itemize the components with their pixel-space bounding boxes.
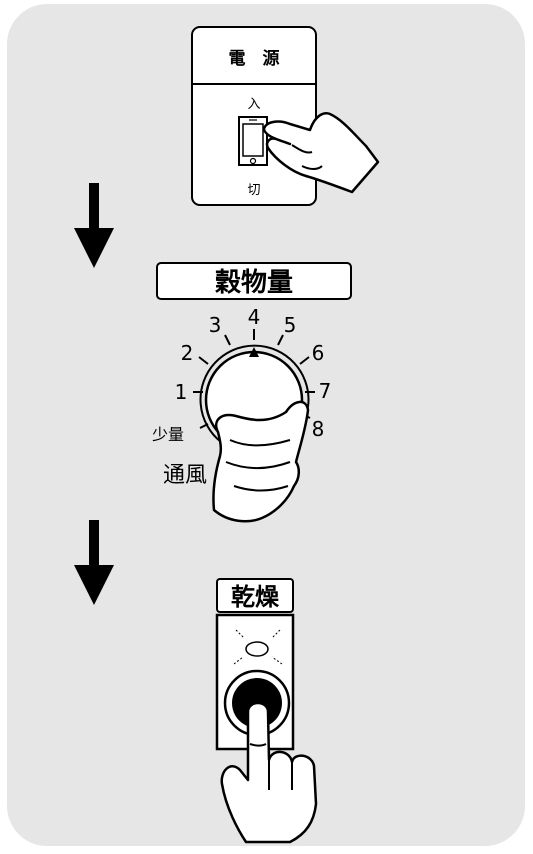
step-arrow-down xyxy=(74,183,114,268)
indicator-lamp-icon xyxy=(245,641,269,657)
switch-on-label: 入 xyxy=(247,97,260,112)
dial-scale-7: 7 xyxy=(319,379,332,403)
dry-button-step: 乾燥 xyxy=(215,578,318,844)
dial-scale-2: 2 xyxy=(181,341,194,365)
dry-label-box xyxy=(216,578,294,613)
dial-scale-4: 4 xyxy=(248,305,261,329)
switch-off-label: 切 xyxy=(247,183,260,198)
dial-pointer-icon xyxy=(249,347,259,357)
dial-scale-3: 3 xyxy=(209,313,222,337)
grain-dial-label-box xyxy=(156,262,352,300)
gripping-hand-icon xyxy=(212,400,310,523)
dial-scale-8: 8 xyxy=(312,417,325,441)
finger-lines xyxy=(291,144,323,170)
lamp-glow-rays xyxy=(233,629,283,665)
dial-scale-1: 1 xyxy=(175,380,188,404)
grain-dial-step: 穀物量 1 2 3 4 5 6 7 8 少量 通風 xyxy=(152,262,352,523)
dial-vent-label: 通風 xyxy=(163,463,207,488)
dial-low-label: 少量 xyxy=(152,425,184,444)
hand-knuckle-lines xyxy=(225,439,291,492)
pointing-hand-icon xyxy=(262,112,380,194)
low-tick xyxy=(199,423,209,429)
power-switch-step: 電 源 入 切 xyxy=(191,26,380,206)
power-switch-title: 電 源 xyxy=(229,48,280,69)
dry-button-title: 乾燥 xyxy=(231,583,280,611)
rocker-switch[interactable] xyxy=(238,116,268,166)
grain-dial-title: 穀物量 xyxy=(215,268,293,298)
finger-detail-lines xyxy=(249,743,293,790)
dial-scale-6: 6 xyxy=(312,341,325,365)
step-arrow-down xyxy=(74,520,114,605)
dial-scale-5: 5 xyxy=(284,313,297,337)
